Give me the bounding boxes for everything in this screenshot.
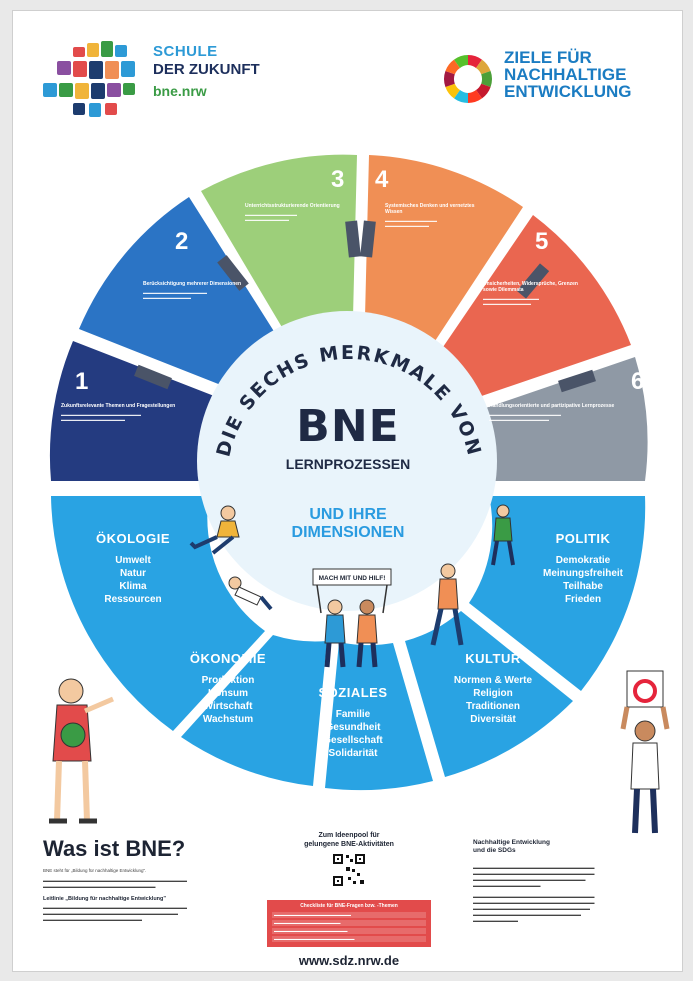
figure-lying-person	[228, 576, 273, 611]
figure-walking-person	[430, 563, 464, 646]
dimension-oekonomie: ÖKONOMIE Produktion Konsum Wirtschaft Wa…	[189, 651, 267, 725]
what-is-bne-text: BNE steht für „Bildung für nachhaltige E…	[43, 868, 147, 873]
logo-tiles-icon	[43, 41, 143, 121]
segment-1	[49, 341, 227, 481]
segment-text-6: Handlungsorientierte und partizipative L…	[489, 403, 615, 422]
inner-disk	[197, 311, 497, 611]
figure-sign-holders: MACH MIT UND HILF!	[312, 568, 392, 668]
segment-2	[79, 197, 275, 389]
logo-line-schule: SCHULE	[153, 43, 218, 60]
logo-line-bne: bne.nrw	[153, 83, 207, 99]
what-is-bne-block: Was ist BNE? BNE steht für „Bildung für …	[43, 836, 263, 927]
sdg-line-3: ENTWICKLUNG	[504, 82, 632, 101]
segment-text-1: Zukunftsrelevante Themen und Fragestellu…	[61, 403, 176, 422]
sdg-line-2: NACHHALTIGE	[504, 65, 627, 84]
dimension-soziales: SOZIALES Familie Gesundheit Gesellschaft…	[318, 685, 388, 759]
segment-5	[443, 215, 631, 401]
figure-climbing-person	[491, 504, 515, 566]
segment-3	[201, 154, 361, 329]
dimension-ring	[51, 496, 646, 791]
segment-number-4: 4	[375, 166, 389, 193]
sdg-info-heading: Nachhaltige Entwicklung und die SDGs	[473, 839, 550, 854]
bne-wheel: DIE SECHS MERKMALE VON 1 2 3 4 5 6	[49, 154, 648, 791]
center-title: BNE	[296, 401, 400, 452]
dimension-kultur: KULTUR Normen & Werte Religion Tradition…	[453, 651, 533, 725]
segment-number-1: 1	[75, 368, 88, 395]
website-link[interactable]: www.sdz.nrw.de	[298, 953, 400, 968]
sign-text: MACH MIT UND HILF!	[319, 575, 386, 582]
segment-number-3: 3	[331, 166, 344, 193]
sdg-info-block: Nachhaltige Entwicklung und die SDGs ▬▬▬…	[473, 839, 663, 929]
segment-text-2: Berücksichtigung mehrerer Dimensionen ▬▬…	[143, 281, 242, 300]
checklist-box: Checkliste für BNE-Fragen bzw. -Themen ▬…	[267, 900, 431, 947]
what-is-bne-title: Was ist BNE?	[43, 836, 186, 861]
segment-text-3: Unterrichtsstrukturierende Orientierung …	[245, 203, 340, 222]
dimension-politik: POLITIK Demokratie Meinungsfreiheit Teil…	[542, 531, 623, 605]
center-dimensions: UND IHRE DIMENSIONEN	[291, 506, 405, 541]
leitlinie-heading: Leitlinie „Bildung für nachhaltige Entwi…	[43, 896, 167, 902]
sdg-line-1: ZIELE FÜR	[504, 48, 592, 67]
sdg-wheel-icon	[444, 55, 492, 103]
figure-sdg-sign-person	[620, 670, 670, 834]
segment-number-5: 5	[535, 228, 548, 255]
segment-6	[471, 357, 648, 481]
figure-reading-person	[189, 505, 240, 555]
segment-number-2: 2	[175, 228, 188, 255]
center-subtitle: LERNPROZESSEN	[285, 456, 411, 472]
sdg-logo: ZIELE FÜR NACHHALTIGE ENTWICKLUNG	[442, 49, 662, 129]
checklist-title: Checkliste für BNE-Fragen bzw. -Themen	[300, 903, 398, 909]
segment-text-4: Systemisches Denken und vernetztes Wisse…	[385, 203, 475, 228]
segment-number-6: 6	[631, 368, 644, 395]
logo-line-zukunft: DER ZUKUNFT	[153, 61, 260, 78]
ideenpool-block: Zum Ideenpool für gelungene BNE-Aktivitä…	[267, 831, 431, 968]
segment-text-5: Unsicherheiten, Widersprüche, Grenzen so…	[483, 281, 578, 306]
qr-code-icon[interactable]	[332, 853, 366, 887]
poster: SCHULE DER ZUKUNFT bne.nrw ZIELE FÜR NAC…	[12, 10, 683, 972]
dimension-oekologie: ÖKOLOGIE Umwelt Natur Klima Ressourcen	[95, 531, 171, 605]
figure-globe-person	[49, 678, 114, 824]
segment-4	[360, 155, 523, 341]
